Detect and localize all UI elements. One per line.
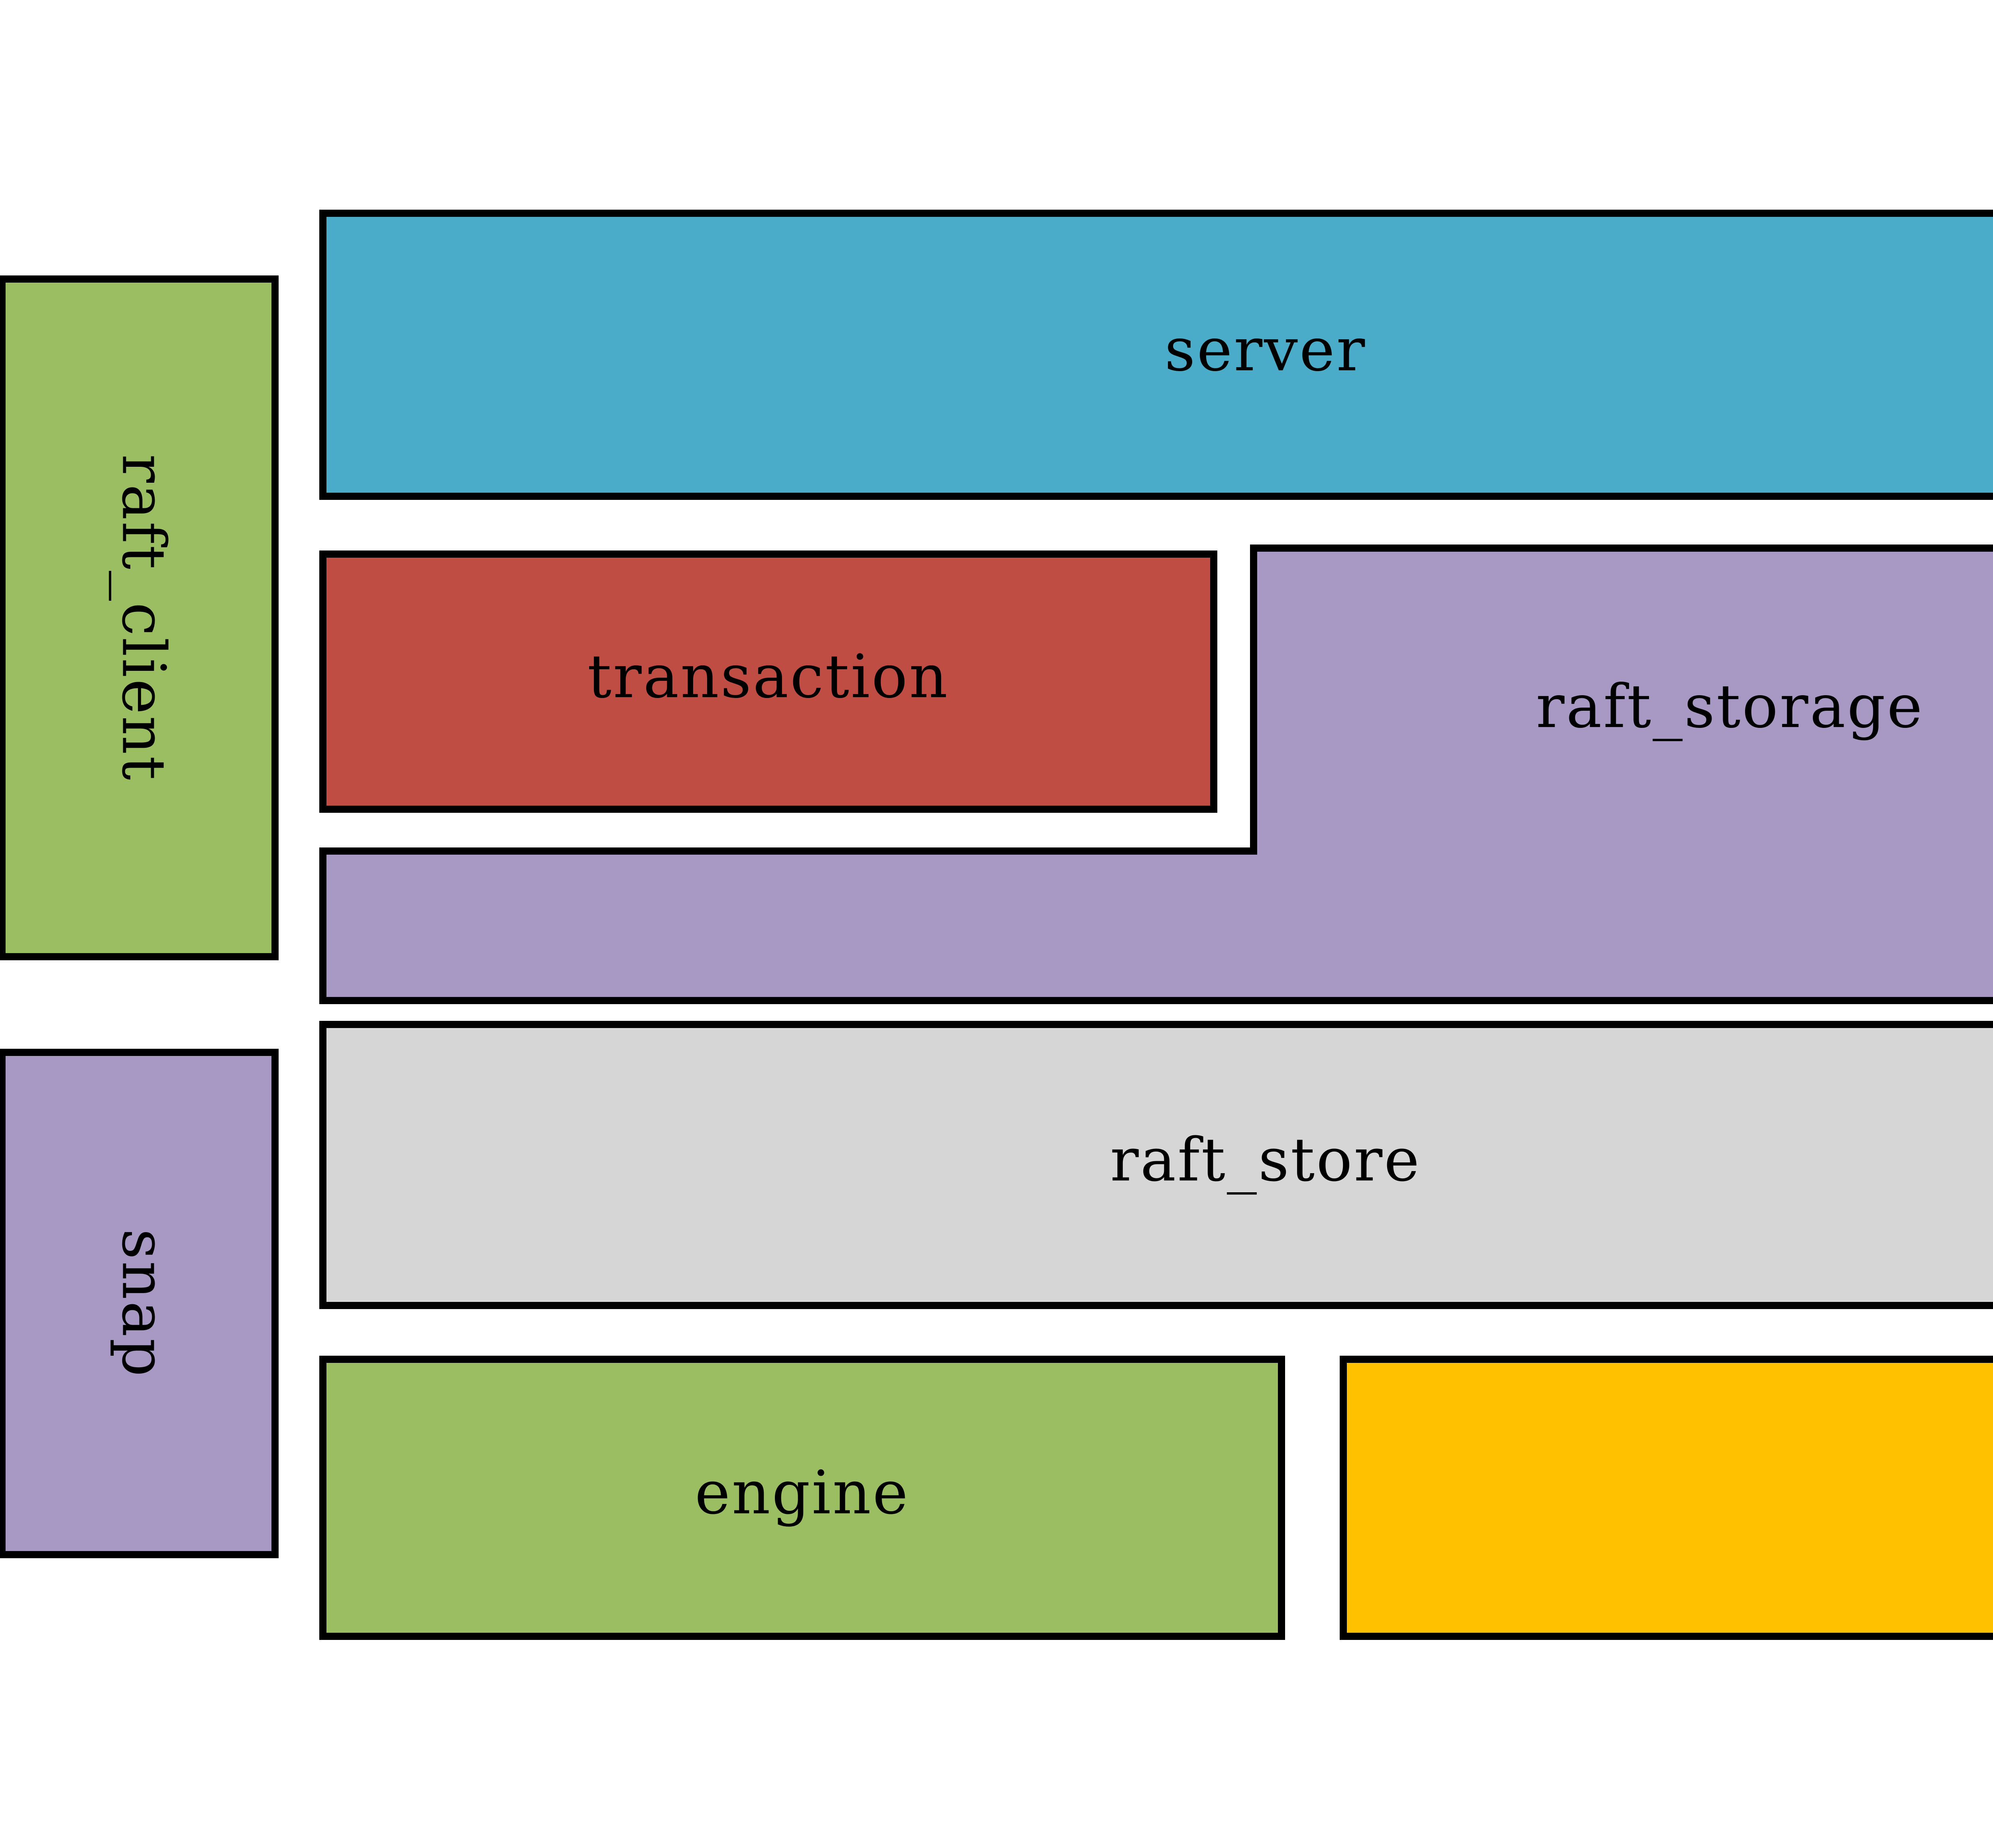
raft-storage-label: raft_storage bbox=[1536, 672, 1924, 741]
raft-rect[interactable] bbox=[319, 1356, 1285, 1640]
box-engine[interactable] bbox=[1340, 1356, 1993, 1640]
box-raft-client[interactable]: raft_client bbox=[0, 275, 279, 960]
raft-storage-shape[interactable] bbox=[319, 545, 1993, 1004]
raft-client-rect[interactable] bbox=[0, 275, 279, 960]
box-transaction[interactable]: transaction bbox=[319, 550, 1217, 813]
snap-label: snap bbox=[109, 1229, 178, 1378]
server-label: server bbox=[1165, 315, 1367, 385]
box-server[interactable]: server bbox=[319, 210, 1993, 500]
box-raft-store[interactable]: raft_store bbox=[319, 1021, 1993, 1309]
raft-store-label: raft_store bbox=[1110, 1125, 1421, 1195]
transaction-label: transaction bbox=[588, 642, 949, 712]
box-raft[interactable]: engine bbox=[319, 1356, 1285, 1640]
raft-label: engine bbox=[695, 1458, 910, 1528]
box-snap[interactable]: snap bbox=[0, 1049, 279, 1558]
transaction-rect[interactable] bbox=[319, 550, 1217, 813]
snap-rect[interactable] bbox=[0, 1049, 279, 1558]
box-raft-storage[interactable]: raft_storage bbox=[319, 545, 1993, 1004]
raft-store-rect[interactable] bbox=[319, 1021, 1993, 1309]
engine-rect[interactable] bbox=[1340, 1356, 1993, 1640]
raft-client-label: raft_client bbox=[109, 454, 178, 782]
server-rect[interactable] bbox=[319, 210, 1993, 500]
